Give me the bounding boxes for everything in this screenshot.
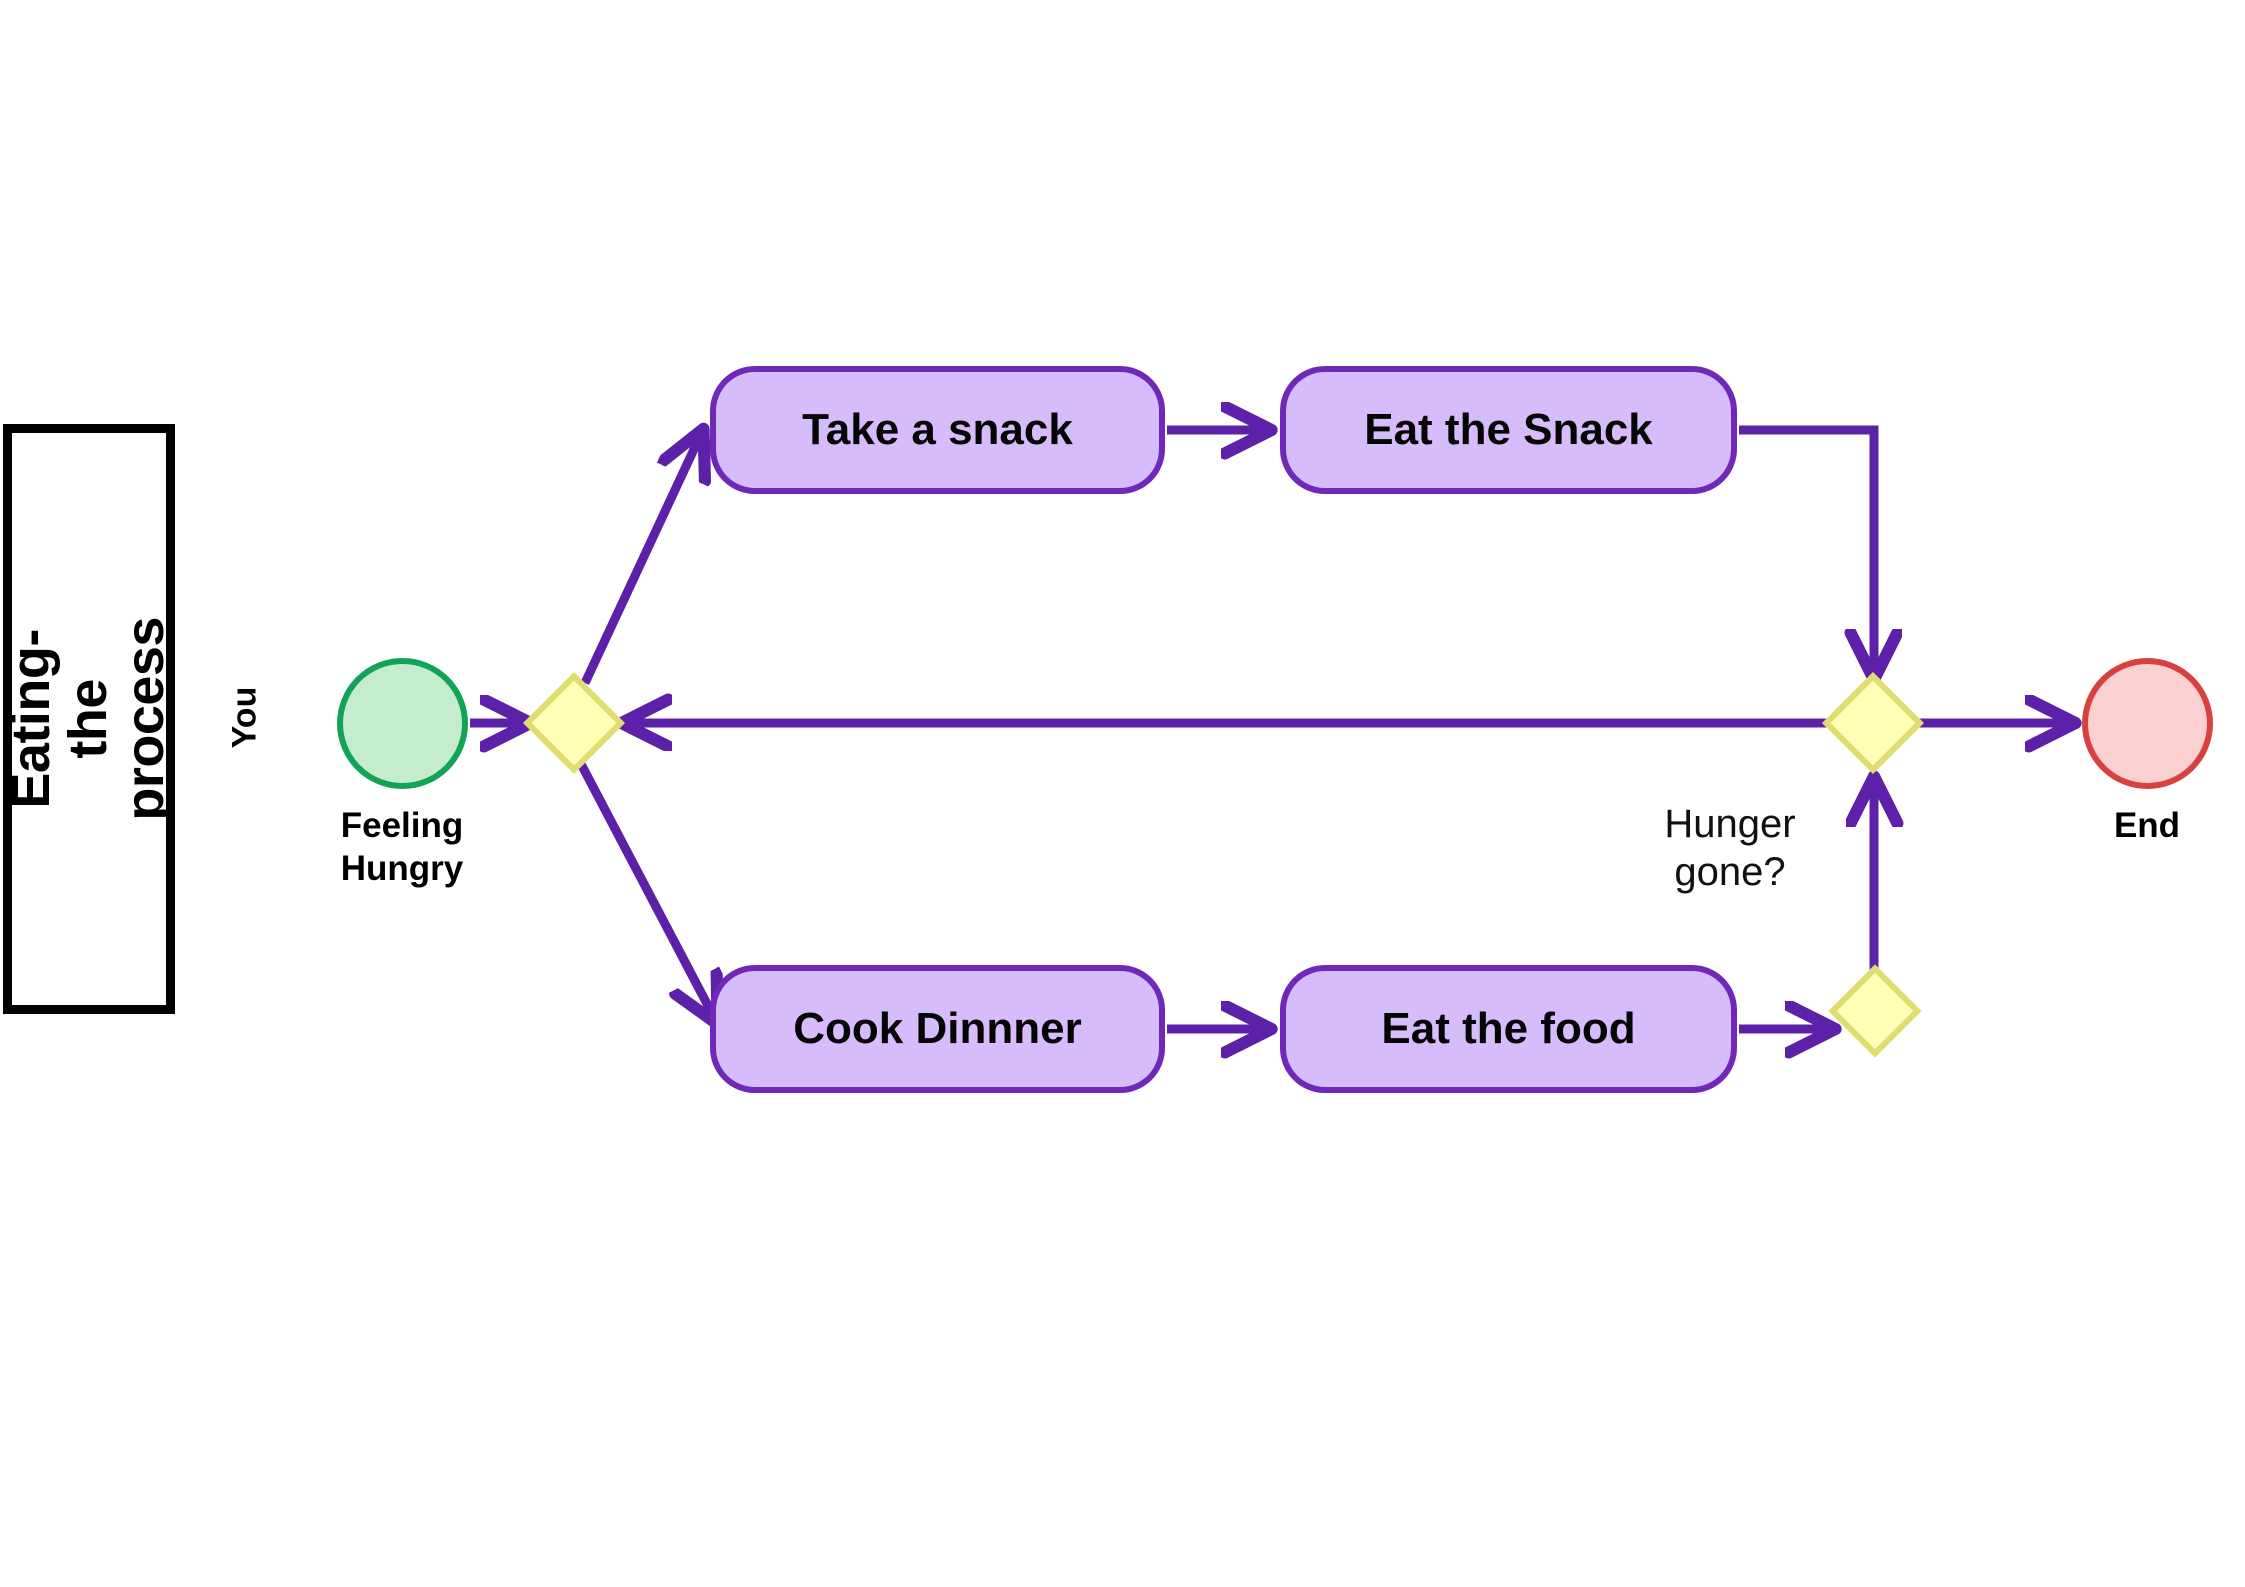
- edge-split-to-cook-dinner: [576, 759, 716, 1021]
- edge-split-to-take-snack: [580, 432, 702, 685]
- lane-title-box: [3, 424, 175, 1014]
- node-eat-the-snack[interactable]: Eat the Snack: [1280, 366, 1737, 494]
- edge-eat-snack-to-merge: [1739, 425, 1874, 676]
- node-start-label: Feeling Hungry: [340, 806, 464, 889]
- node-eat-the-food[interactable]: Eat the food: [1280, 965, 1737, 1093]
- node-start-circle[interactable]: [337, 658, 468, 789]
- lane-actor-label: You: [225, 686, 264, 748]
- node-take-a-snack[interactable]: Take a snack: [710, 366, 1165, 494]
- edge-label-hunger-gone: Hunger gone?: [1664, 802, 1796, 894]
- node-end-label: End: [2113, 806, 2181, 845]
- node-cook-dinnner[interactable]: Cook Dinnner: [710, 965, 1165, 1093]
- lane-actor-wrap: You: [200, 672, 290, 762]
- node-end-circle[interactable]: [2082, 658, 2213, 789]
